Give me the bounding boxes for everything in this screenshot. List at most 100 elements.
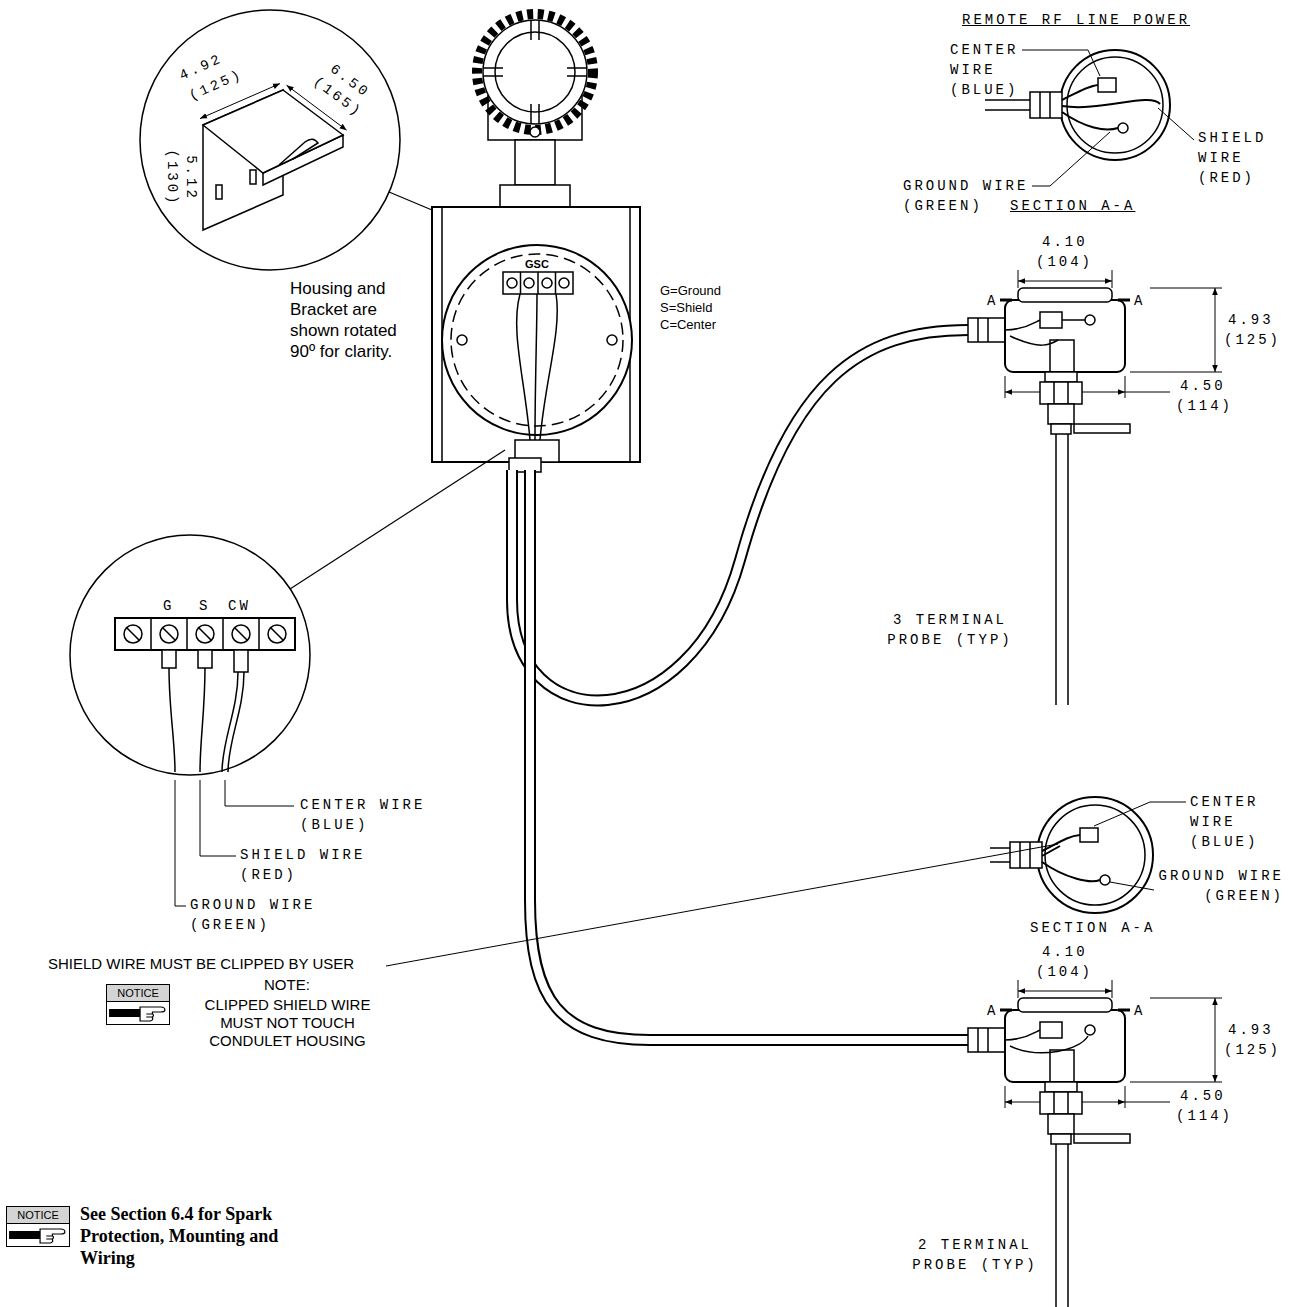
terminal-detail (127, 628, 283, 640)
housing (524, 278, 534, 288)
probe-cable (530, 470, 968, 1040)
wire-label: CENTER WIRE (BLUE) (1190, 792, 1258, 852)
terminal-detail (198, 650, 212, 668)
probe-head (1040, 382, 1082, 404)
pointing-hand-icon (7, 1224, 69, 1246)
housing (495, 32, 575, 112)
housing (432, 14, 640, 472)
probe-head (1050, 1050, 1074, 1082)
title-label: REMOTE RF LINE POWER (962, 10, 1190, 30)
probe-head (1018, 288, 1112, 302)
probe-head (1000, 1009, 1012, 1012)
wire-label: GROUND WIRE (GREEN) (190, 895, 325, 935)
section-view (990, 847, 1010, 849)
dimension: 4.50 (1180, 376, 1226, 396)
probe-head (1045, 372, 1077, 382)
housing (540, 294, 557, 440)
dimension: (104) (1036, 252, 1093, 272)
housing (559, 278, 569, 288)
section-view (985, 99, 1030, 101)
dimension: 5.12 (181, 155, 201, 201)
section-view (1042, 862, 1100, 881)
dimension: (104) (1036, 962, 1093, 982)
section-view (1040, 92, 1050, 118)
section-view (1110, 882, 1154, 890)
probe-cable (512, 330, 968, 1040)
probe-head (1040, 1022, 1062, 1038)
terminal-detail (70, 535, 310, 775)
probe-head (1050, 340, 1074, 372)
terminal-detail (225, 780, 294, 806)
probe-head (1085, 1025, 1095, 1035)
probe-label: 2 TERMINAL PROBE (TYP) (905, 1235, 1045, 1275)
section-view (1098, 78, 1116, 92)
terminal-detail (200, 668, 205, 772)
probe-head (968, 318, 1005, 342)
section-view (985, 50, 1194, 186)
probe-head (1051, 1134, 1071, 1144)
wire-label: CENTER WIRE (BLUE) (950, 40, 1018, 100)
probe-label: 3 TERMINAL PROBE (TYP) (880, 610, 1020, 650)
wire-label: CENTER WIRE (BLUE) (300, 795, 435, 835)
wire-label: GROUND WIRE (GREEN) (1156, 866, 1284, 906)
terminal-detail (222, 672, 244, 772)
bracket-detail (279, 139, 318, 165)
dimension: 4.50 (1180, 1086, 1226, 1106)
section-view (1100, 875, 1110, 885)
section-label: SECTION A-A (1030, 918, 1155, 938)
dimension: (114) (1176, 396, 1233, 416)
probe-head (1048, 1114, 1074, 1134)
probe-rod (1056, 1144, 1068, 1307)
probe-head (1018, 281, 1112, 282)
section-view (1067, 57, 1163, 153)
bracket-detail (140, 10, 400, 270)
probe-head (1085, 315, 1095, 325)
housing (535, 294, 537, 440)
section-label: SECTION A-A (1010, 196, 1135, 216)
notice-word: NOTICE (107, 985, 169, 1002)
probe-head (1018, 270, 1112, 288)
housing (517, 294, 530, 440)
probe-head (1062, 319, 1085, 321)
terminal-detail (162, 650, 176, 668)
terminal-detail (290, 450, 505, 589)
section-mark: A (1134, 291, 1145, 311)
terminal-label: GSC (525, 258, 549, 270)
probe-head (1005, 1010, 1125, 1082)
probe-head (1010, 1036, 1088, 1053)
dimension: (125) (1224, 330, 1281, 350)
housing (607, 335, 617, 345)
probe-head (1005, 320, 1040, 330)
section-view (386, 844, 1058, 966)
section-view (1022, 50, 1100, 76)
section-mark: A (987, 1001, 998, 1021)
section-view (1010, 842, 1042, 868)
probe-head (1018, 998, 1112, 1012)
pointing-hand-icon (140, 1007, 165, 1021)
dimension: (125) (1224, 1040, 1281, 1060)
section-mark: A (987, 291, 998, 311)
dimension: (130) (162, 149, 182, 206)
section-view (1094, 802, 1186, 826)
section-view (1042, 846, 1060, 856)
dimension: 4.10 (1042, 942, 1088, 962)
probe-head (1074, 1134, 1130, 1143)
section-view (1020, 842, 1030, 868)
section-view (1045, 805, 1145, 905)
section-view (990, 861, 1010, 863)
probe-head (1010, 336, 1058, 345)
terminal-detail (175, 780, 186, 906)
probe-head (1056, 434, 1068, 705)
pointing-hand-icon (40, 1229, 65, 1243)
housing (432, 207, 640, 462)
section-view (1062, 112, 1118, 129)
bracket-detail (216, 185, 222, 199)
note-text: NOTE: (264, 976, 310, 994)
housing (530, 127, 540, 137)
drawing-lines (70, 10, 1222, 1307)
bracket-detail (389, 192, 432, 210)
section-view (1080, 828, 1098, 842)
section-view (1158, 108, 1194, 140)
section-view (1032, 132, 1110, 186)
terminal-label: S (199, 596, 210, 616)
